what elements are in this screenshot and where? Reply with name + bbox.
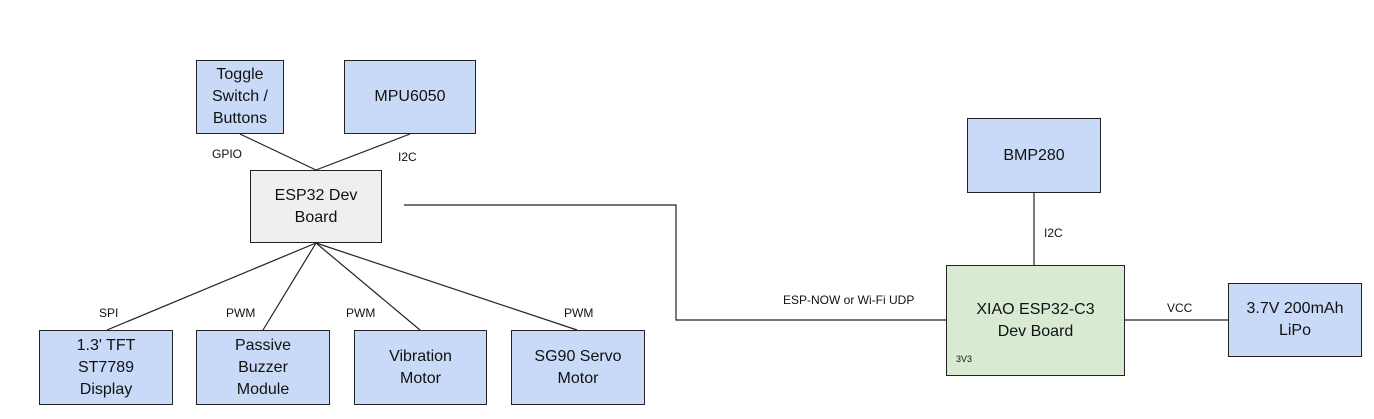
xiao-esp32-c3-node: XIAO ESP32-C3 Dev Board 3V3: [946, 265, 1125, 376]
edge-label-pwm-servo: PWM: [564, 306, 594, 320]
mpu6050-node: MPU6050: [344, 60, 476, 134]
edge-label-vcc: VCC: [1167, 301, 1193, 315]
edge-label-i2c-bmp: I2C: [1044, 226, 1063, 240]
edge-label-pwm-buzzer: PWM: [226, 306, 256, 320]
xiao-esp32-c3-label: XIAO ESP32-C3 Dev Board: [976, 300, 1095, 340]
edge-spi-line: [106, 242, 317, 331]
edge-espnow-line: [404, 204, 946, 321]
edge-label-pwm-vibration: PWM: [346, 306, 376, 320]
edge-pwm-servo-line: [315, 242, 578, 331]
esp32-dev-board-node: ESP32 Dev Board: [250, 170, 382, 243]
vibration-motor-node: Vibration Motor: [354, 330, 487, 405]
tft-display-node: 1.3' TFT ST7789 Display: [39, 330, 173, 405]
lipo-battery-node: 3.7V 200mAh LiPo: [1228, 283, 1362, 357]
passive-buzzer-node: Passive Buzzer Module: [196, 330, 330, 405]
edge-label-spi: SPI: [99, 306, 119, 320]
edge-label-i2c-mpu: I2C: [398, 150, 417, 164]
edge-gpio-line: [239, 133, 317, 171]
toggle-switch-buttons-node: Toggle Switch / Buttons: [196, 60, 284, 134]
edge-i2c-mpu-line: [315, 133, 411, 171]
edge-pwm-vibration-line: [315, 242, 421, 331]
edge-pwm-buzzer-line: [262, 242, 317, 331]
xiao-pin-label: 3V3: [956, 354, 973, 364]
bmp280-node: BMP280: [967, 118, 1101, 193]
edge-label-gpio: GPIO: [212, 147, 243, 161]
sg90-servo-node: SG90 Servo Motor: [511, 330, 645, 405]
edge-label-espnow: ESP-NOW or Wi-Fi UDP: [783, 293, 915, 307]
